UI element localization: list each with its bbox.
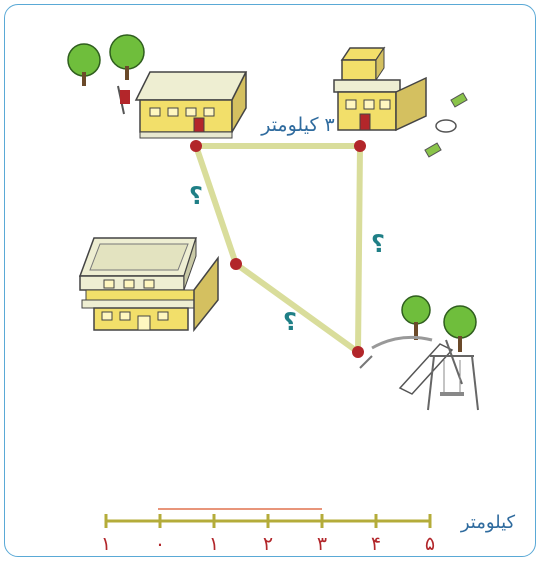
route-lines bbox=[193, 143, 363, 355]
node-school bbox=[230, 258, 242, 270]
unknown-mark-left: ؟ bbox=[189, 182, 203, 210]
scale-tick-label: ۲ bbox=[263, 533, 273, 555]
scale-tick-label: ۳ bbox=[317, 533, 327, 555]
route-bottom bbox=[233, 261, 361, 355]
school-icon bbox=[78, 237, 219, 333]
scale-tick-label: ۴ bbox=[371, 533, 381, 555]
route-nodes bbox=[190, 140, 366, 358]
scale-tick-label: ۵ bbox=[425, 533, 435, 555]
villa-icon bbox=[333, 46, 468, 158]
scale-tick-label: ۱ bbox=[101, 533, 111, 555]
scale-unit-label: کیلومتر bbox=[460, 512, 516, 533]
node-villa bbox=[354, 140, 366, 152]
unknown-mark-right: ؟ bbox=[371, 230, 385, 258]
scale-tick-label: ۰ bbox=[155, 533, 165, 555]
route-left bbox=[193, 143, 239, 267]
node-house bbox=[190, 140, 202, 152]
playground-icon bbox=[359, 295, 479, 411]
house-icon bbox=[67, 34, 248, 139]
scale-tick-label: ۱ bbox=[209, 533, 219, 555]
node-playground bbox=[352, 346, 364, 358]
distance-label: ۳ کیلومتر bbox=[260, 114, 335, 136]
scale-bar: ۱ ۰ ۱ ۲ ۳ ۴ ۵ کیلومتر bbox=[101, 508, 516, 555]
unknown-mark-bottom: ؟ bbox=[283, 308, 297, 336]
route-right bbox=[355, 143, 363, 355]
